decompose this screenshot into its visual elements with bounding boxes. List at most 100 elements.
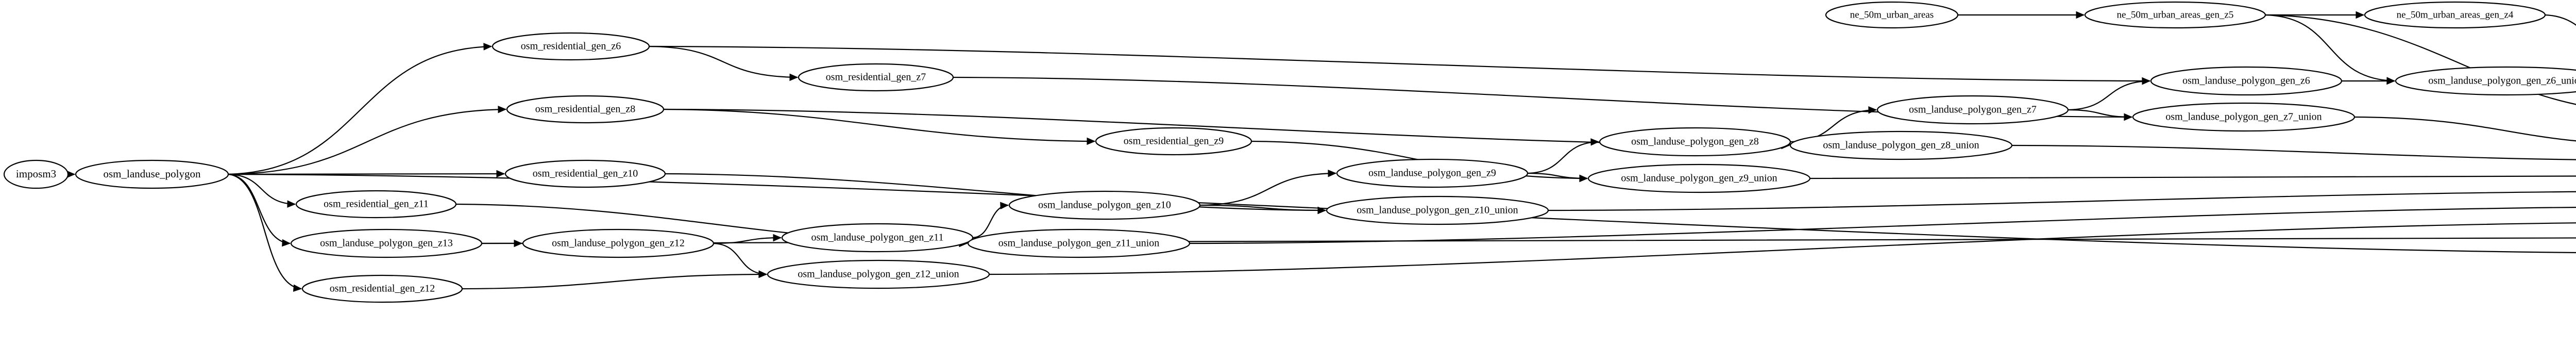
node-osm_landuse_polygon_gen_z10_union[interactable]: osm_landuse_polygon_gen_z10_union — [1326, 195, 1549, 225]
node-ellipse — [2132, 102, 2355, 132]
node-label: osm_landuse_polygon_gen_z12 — [552, 238, 685, 249]
edge-arrowhead — [2386, 77, 2396, 85]
edge-arrowhead — [287, 200, 296, 208]
node-ellipse — [2395, 66, 2576, 96]
edge-osm_landuse_polygon_gen_z10-to-osm_landuse_polygon_gen_z10_union — [1199, 204, 1326, 211]
node-label: ne_50m_urban_areas_gen_z4 — [2397, 9, 2514, 20]
node-ellipse — [767, 259, 990, 289]
node-imposm3[interactable]: imposm3 — [3, 159, 69, 189]
node-label: osm_residential_gen_z12 — [330, 283, 435, 294]
edge-osm_landuse_polygon_gen_z12_union-to-layer_landuse-z12 — [989, 222, 2576, 275]
node-ellipse — [1326, 195, 1549, 225]
edge-osm_landuse_polygon_gen_z7-to-osm_landuse_polygon_gen_z6 — [2067, 80, 2150, 111]
node-label: osm_landuse_polygon_gen_z9 — [1368, 168, 1496, 179]
edge-arrowhead — [2142, 77, 2151, 85]
node-ellipse — [295, 190, 457, 219]
node-label: osm_landuse_polygon_gen_z11 — [811, 232, 943, 243]
node-osm_residential_gen_z8[interactable]: osm_residential_gen_z8 — [506, 95, 665, 124]
node-ellipse — [522, 228, 715, 258]
edge-arrowhead — [483, 43, 493, 51]
node-ellipse — [3, 159, 69, 189]
node-osm_landuse_polygon[interactable]: osm_landuse_polygon — [75, 159, 229, 189]
node-ne_50m_urban_areas[interactable]: ne_50m_urban_areas — [1825, 1, 1959, 29]
node-ellipse — [1876, 95, 2069, 125]
edge-arrowhead — [2124, 113, 2133, 121]
edge-osm_landuse_polygon_gen_z7_union-to-layer_landuse-z7 — [2354, 116, 2576, 142]
node-ellipse — [967, 228, 1191, 258]
node-ellipse — [290, 228, 483, 258]
node-ellipse — [1789, 130, 2013, 160]
node-ellipse — [1825, 1, 1959, 29]
node-osm_landuse_polygon_gen_z8_union[interactable]: osm_landuse_polygon_gen_z8_union — [1789, 130, 2013, 160]
edge-osm_landuse_polygon_gen_z9-to-osm_landuse_polygon_gen_z8 — [1527, 141, 1599, 174]
node-ellipse — [1336, 158, 1529, 188]
edge-arrowhead — [498, 105, 507, 113]
node-label: osm_landuse_polygon_gen_z8 — [1631, 136, 1759, 147]
edge-osm_landuse_polygon_gen_z10_union-to-layer_landuse-z10 — [1548, 191, 2576, 211]
node-ne_50m_urban_areas_gen_z5[interactable]: ne_50m_urban_areas_gen_z5 — [2084, 1, 2266, 29]
node-ne_50m_urban_areas_gen_z4[interactable]: ne_50m_urban_areas_gen_z4 — [2364, 1, 2546, 29]
edge-arrowhead — [496, 170, 505, 178]
edge-arrowhead — [2355, 11, 2365, 19]
edge-arrowhead — [789, 73, 799, 81]
node-ellipse — [1599, 127, 1791, 157]
edge-arrowhead — [1590, 138, 1600, 146]
node-ellipse — [781, 223, 974, 253]
node-label: osm_landuse_polygon_gen_z10 — [1038, 200, 1171, 211]
edge-osm_landuse_polygon-to-osm_residential_gen_z8 — [228, 108, 506, 175]
edge-arrowhead — [1000, 202, 1009, 210]
node-osm_landuse_polygon_gen_z13[interactable]: osm_landuse_polygon_gen_z13 — [290, 228, 483, 258]
node-osm_residential_gen_z9[interactable]: osm_residential_gen_z9 — [1095, 127, 1252, 156]
node-label: osm_landuse_polygon_gen_z7_union — [2165, 111, 2321, 123]
node-label: osm_landuse_polygon_gen_z6 — [2182, 75, 2310, 87]
edge-osm_landuse_polygon_gen_z8_union-to-layer_landuse-z8 — [2011, 144, 2576, 160]
node-osm_residential_gen_z7[interactable]: osm_residential_gen_z7 — [798, 63, 954, 92]
edge-ne_50m_urban_areas_gen_z4-to-layer_landuse-z4 — [2545, 14, 2576, 26]
edge-arrowhead — [1868, 106, 1877, 114]
node-label: osm_landuse_polygon_gen_z12_union — [798, 269, 959, 280]
node-osm_landuse_polygon_gen_z11[interactable]: osm_landuse_polygon_gen_z11 — [781, 223, 974, 253]
node-osm_landuse_polygon_gen_z6_union[interactable]: osm_landuse_polygon_gen_z6_union — [2395, 66, 2576, 96]
node-label: osm_residential_gen_z9 — [1124, 136, 1224, 147]
node-osm_landuse_polygon_gen_z7_union[interactable]: osm_landuse_polygon_gen_z7_union — [2132, 102, 2355, 132]
edge-osm_landuse_polygon_gen_z7-to-osm_landuse_polygon_gen_z7_union — [2067, 109, 2132, 118]
node-osm_landuse_polygon_gen_z7[interactable]: osm_landuse_polygon_gen_z7 — [1876, 95, 2069, 125]
node-label: ne_50m_urban_areas_gen_z5 — [2117, 9, 2234, 20]
node-ellipse — [2084, 1, 2266, 29]
node-osm_landuse_polygon_gen_z6[interactable]: osm_landuse_polygon_gen_z6 — [2150, 66, 2343, 96]
edge-arrowhead — [1317, 206, 1327, 215]
edge-osm_landuse_polygon-to-osm_residential_gen_z6 — [228, 45, 492, 175]
node-osm_residential_gen_z6[interactable]: osm_residential_gen_z6 — [492, 32, 650, 61]
edge-arrowhead — [1328, 169, 1337, 177]
node-osm_residential_gen_z11[interactable]: osm_residential_gen_z11 — [295, 190, 457, 219]
node-label: osm_residential_gen_z10 — [533, 168, 638, 179]
node-osm_landuse_polygon_gen_z9[interactable]: osm_landuse_polygon_gen_z9 — [1336, 158, 1529, 188]
edge-arrowhead — [773, 234, 782, 242]
node-osm_landuse_polygon_gen_z12[interactable]: osm_landuse_polygon_gen_z12 — [522, 228, 715, 258]
node-osm_residential_gen_z10[interactable]: osm_residential_gen_z10 — [504, 159, 666, 188]
edge-osm_residential_gen_z6-to-osm_landuse_polygon_gen_z6 — [649, 45, 2150, 82]
node-osm_landuse_polygon_gen_z12_union[interactable]: osm_landuse_polygon_gen_z12_union — [767, 259, 990, 289]
node-ellipse — [2364, 1, 2546, 29]
edge-arrowhead — [1087, 137, 1096, 145]
edge-arrowhead — [2076, 11, 2085, 19]
node-osm_landuse_polygon_gen_z10[interactable]: osm_landuse_polygon_gen_z10 — [1008, 190, 1201, 220]
edge-ne_50m_urban_areas_gen_z5-to-osm_landuse_polygon_gen_z6_union — [2265, 14, 2395, 82]
edge-arrowhead — [293, 284, 302, 292]
edge-osm_landuse_polygon_gen_z12-to-osm_landuse_polygon_gen_z11 — [713, 237, 782, 244]
edge-osm_residential_gen_z6-to-osm_residential_gen_z7 — [649, 45, 798, 78]
edge-osm_landuse_polygon_gen_z12-to-osm_landuse_polygon_gen_z12_union — [713, 242, 767, 275]
node-osm_residential_gen_z12[interactable]: osm_residential_gen_z12 — [301, 274, 463, 303]
node-label: osm_landuse_polygon — [104, 168, 201, 180]
node-osm_landuse_polygon_gen_z9_union[interactable]: osm_landuse_polygon_gen_z9_union — [1587, 163, 1811, 193]
edge-osm_landuse_polygon_gen_z11_union-to-layer_landuse-z11 — [1189, 206, 2576, 244]
node-label: ne_50m_urban_areas — [1850, 9, 1934, 20]
node-ellipse — [75, 159, 229, 189]
node-osm_landuse_polygon_gen_z11_union[interactable]: osm_landuse_polygon_gen_z11_union — [967, 228, 1191, 258]
node-ellipse — [798, 63, 954, 92]
node-osm_landuse_polygon_gen_z8[interactable]: osm_landuse_polygon_gen_z8 — [1599, 127, 1791, 157]
edge-osm_landuse_polygon_gen_z9_union-to-layer_landuse-z9 — [1809, 175, 2576, 179]
node-label: osm_landuse_polygon_gen_z7 — [1909, 104, 2037, 116]
edge-ne_50m_urban_areas_gen_z5-to-layer_landuse-z5 — [2265, 14, 2576, 105]
